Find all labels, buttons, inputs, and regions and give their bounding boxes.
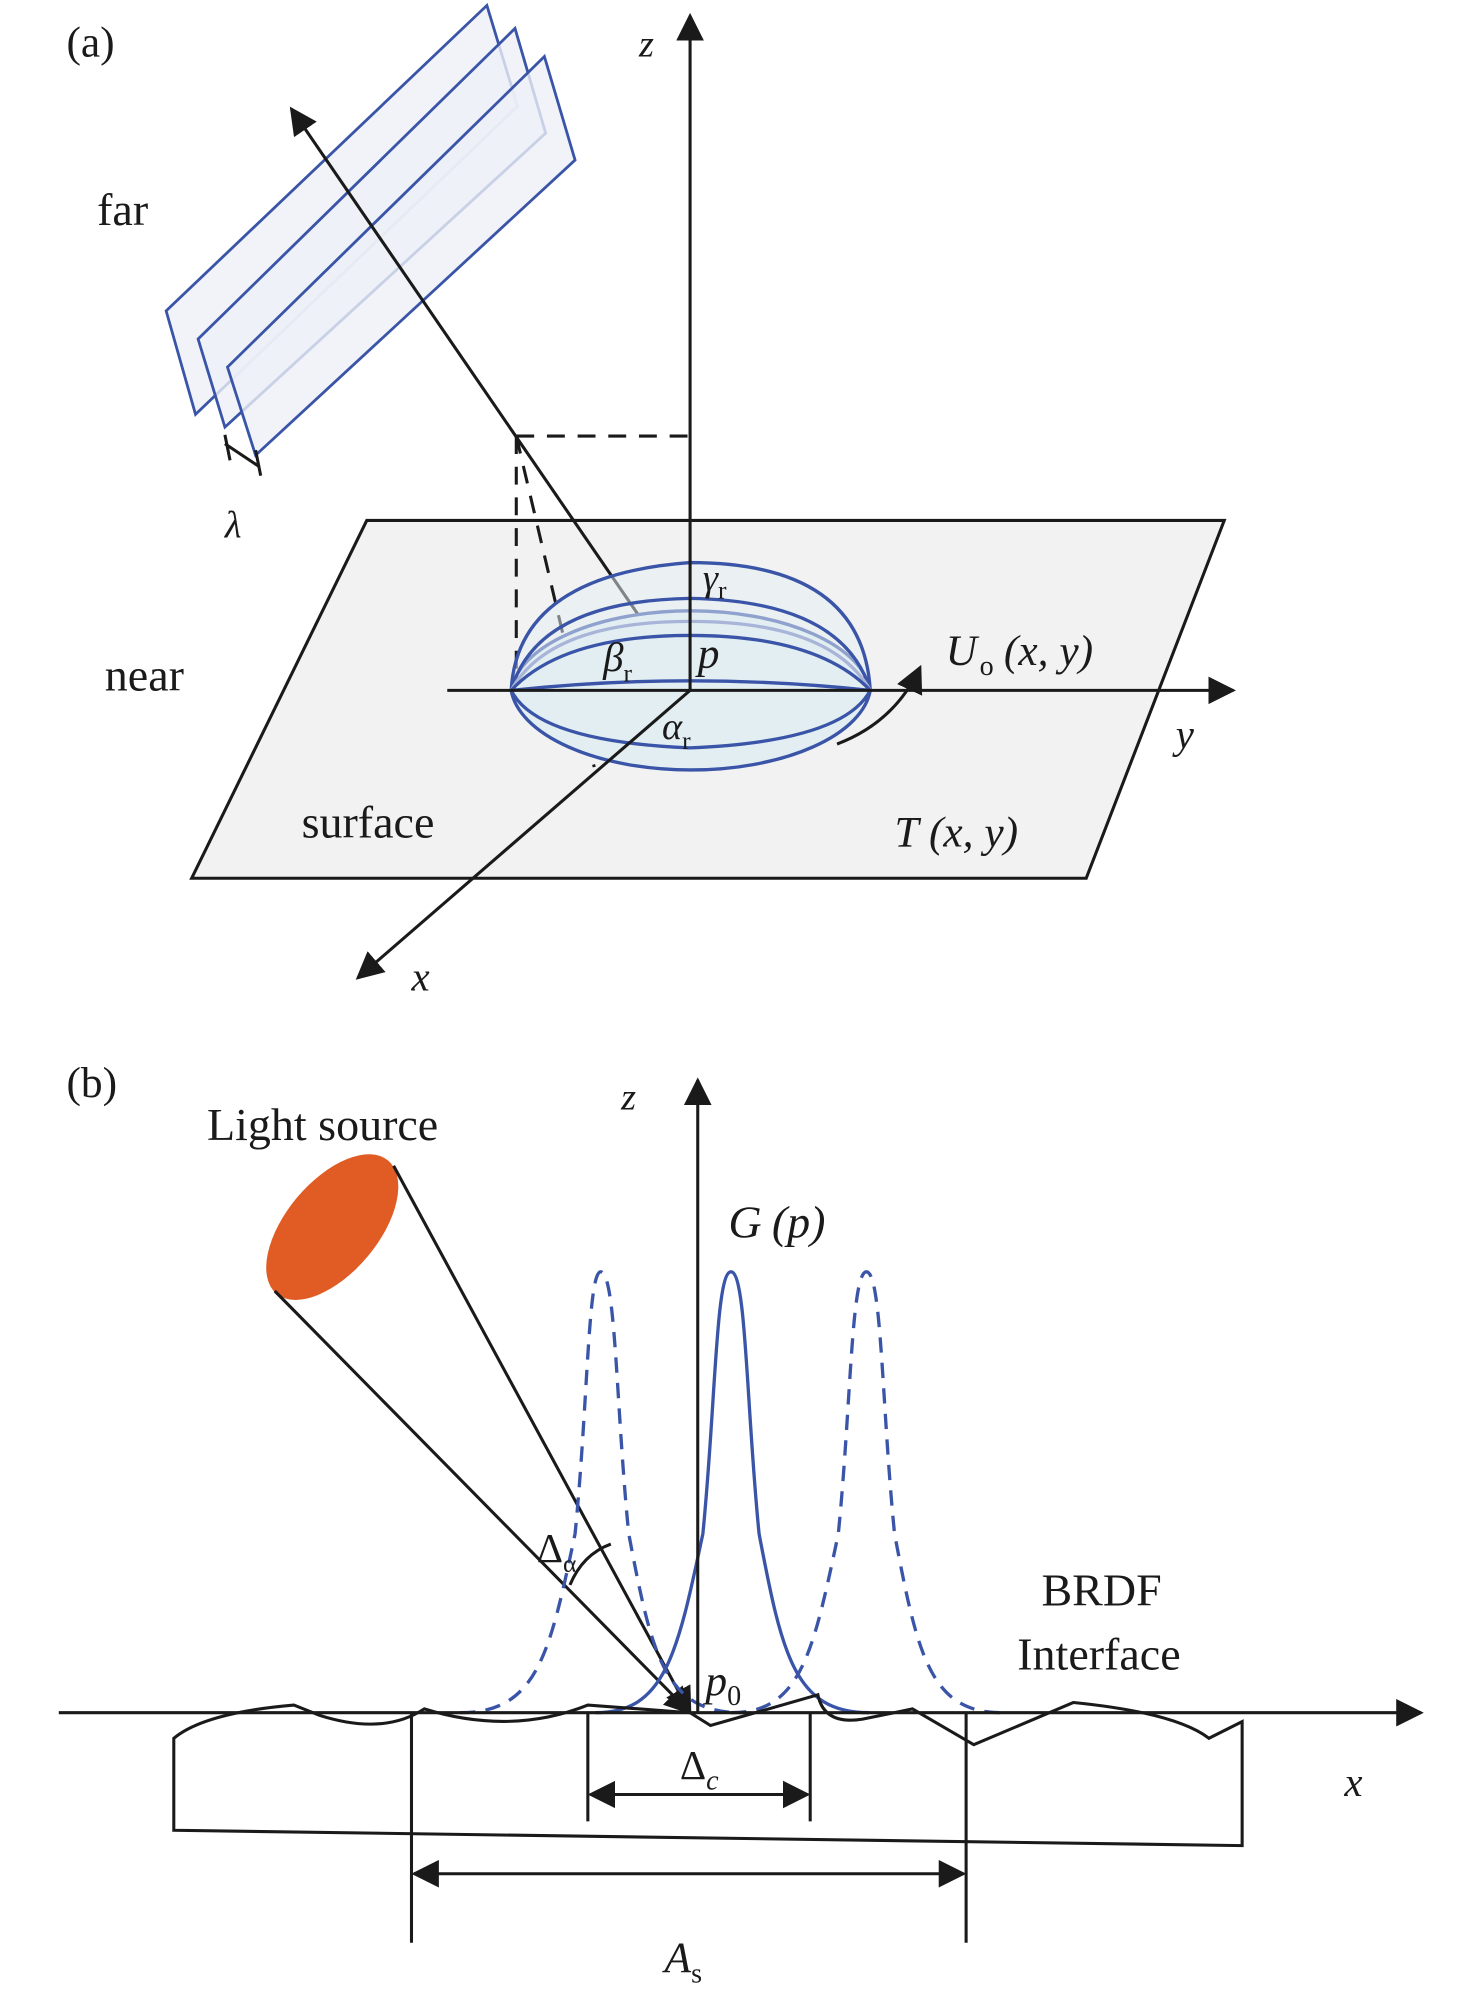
panel-a: (a) λ [66,2,1236,1000]
rough-surface [172,1692,1244,1848]
wavefront-plane-3 [225,53,577,458]
A-s-label: As [662,1934,703,1989]
delta-alpha-arc [568,1542,612,1586]
far-field-planes [164,2,577,458]
panel-a-label: (a) [66,19,114,67]
wavelength-marker [223,434,263,476]
surface-label: surface [302,796,435,847]
near-label: near [105,649,184,700]
b-z-axis-label: z [620,1077,636,1119]
field-arrow [836,664,923,746]
surface-T-label: T(x, y) [895,808,1019,856]
light-ray-upper [392,1165,692,1716]
distribution-G-label: G(p) [728,1196,825,1247]
beta-r-label: βr [602,635,632,687]
delta-c-label: Δc [680,1743,719,1796]
delta-alpha-label: Δα [537,1526,577,1578]
gaussian-left-dashed [460,1270,742,1715]
light-source-label: Light source [207,1099,438,1150]
y-axis-label: y [1172,712,1195,757]
panel-b: (b) Light source z x G(p) Δα p0 BRDF [58,1059,1424,1989]
wavelength-label: λ [224,504,242,546]
x-axis-label: x [410,955,429,1000]
b-x-axis-label: x [1343,1760,1362,1805]
light-ray-lower [273,1289,693,1715]
panel-b-label: (b) [66,1059,117,1107]
far-label: far [97,184,148,235]
point-p-label: p [695,629,720,677]
brdf-label: BRDF [1042,1564,1162,1615]
z-axis-label: z [638,24,654,66]
gamma-r-label: γr [703,558,727,605]
gaussian-center [595,1270,869,1715]
alpha-r-label: αr [662,706,691,755]
x-axis [355,689,692,980]
interface-label: Interface [1017,1628,1180,1679]
p0-label: p0 [702,1657,741,1712]
gaussian-right-dashed [730,1270,1002,1715]
light-source [266,1154,399,1300]
